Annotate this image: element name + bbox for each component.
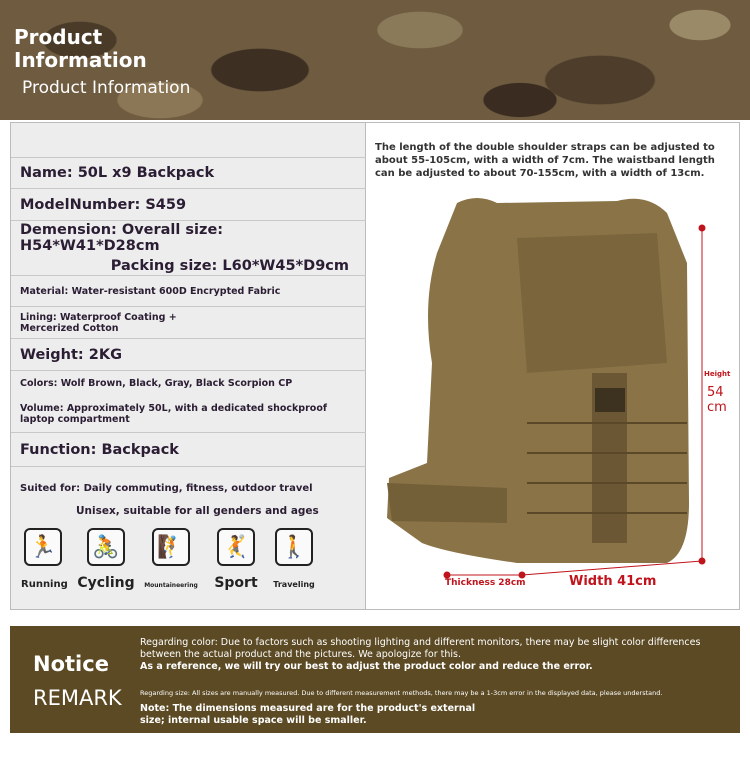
notice-box: Notice REMARK Regarding color: Due to fa… — [10, 626, 740, 733]
activity-running: 🏃Running — [21, 528, 68, 591]
backpack-image — [387, 198, 706, 579]
spec-model: ModelNumber: S459 — [11, 189, 366, 221]
width-label: Width 41cm — [569, 574, 657, 589]
spec-unisex: Unisex, suitable for all genders and age… — [76, 505, 319, 517]
activity-traveling: 🚶Traveling — [269, 528, 319, 591]
traveling-icon: 🚶 — [275, 528, 313, 566]
notice-title: Notice — [33, 652, 109, 676]
running-icon: 🏃 — [24, 528, 62, 566]
dimension-note: Note: The dimensions measured are for th… — [140, 703, 476, 726]
blank-row — [11, 123, 366, 158]
mountaineering-icon: 🧗 — [152, 528, 190, 566]
color-note: Regarding color: Due to factors such as … — [140, 637, 701, 660]
product-image-panel: The length of the double shoulder straps… — [367, 123, 740, 609]
notice-subtitle: REMARK — [33, 686, 122, 710]
height-value: 54 — [707, 385, 724, 400]
header-title: Product Information — [14, 25, 147, 72]
height-label: Height — [704, 370, 731, 378]
height-unit: cm — [707, 400, 727, 415]
spec-material: Material: Water-resistant 600D Encrypted… — [11, 276, 366, 307]
spec-weight: Weight: 2KG — [11, 339, 366, 371]
spec-function: Function: Backpack — [11, 433, 366, 467]
activity-mountaineering: 🧗Mountaineering — [141, 528, 201, 591]
spec-colors: Colors: Wolf Brown, Black, Gray, Black S… — [20, 378, 293, 389]
spec-volume: Volume: Approximately 50L, with a dedica… — [20, 403, 327, 425]
sport-icon: 🤾 — [217, 528, 255, 566]
strap-note: The length of the double shoulder straps… — [375, 142, 715, 179]
notice-text: Regarding color: Due to factors such as … — [140, 637, 730, 727]
thickness-label: Thickness 28cm — [445, 578, 526, 588]
activity-cycling: 🚴Cycling — [76, 528, 136, 591]
size-note: Regarding size: All sizes are manually m… — [140, 689, 663, 697]
cycling-icon: 🚴 — [87, 528, 125, 566]
header-subtitle: Product Information — [22, 78, 191, 98]
packing-size: Packing size: L60*W45*D9cm — [110, 258, 349, 274]
spec-suited: Suited for: Daily commuting, fitness, ou… — [20, 483, 313, 494]
color-note-2: As a reference, we will try our best to … — [140, 661, 593, 672]
spec-dimension: Demension: Overall size: H54*W41*D28cm P… — [11, 221, 366, 276]
spec-lining: Lining: Waterproof Coating + Mercerized … — [11, 307, 366, 339]
activity-sport: 🤾Sport — [211, 528, 261, 591]
spec-colors-volume: Colors: Wolf Brown, Black, Gray, Black S… — [11, 371, 366, 433]
spec-panel: Name: 50L x9 Backpack ModelNumber: S459 … — [10, 122, 740, 610]
spec-table: Name: 50L x9 Backpack ModelNumber: S459 … — [11, 123, 366, 609]
spec-name: Name: 50L x9 Backpack — [11, 158, 366, 189]
camo-header: Product Information Product Information — [0, 0, 750, 120]
overall-size: Demension: Overall size: H54*W41*D28cm — [20, 222, 224, 254]
